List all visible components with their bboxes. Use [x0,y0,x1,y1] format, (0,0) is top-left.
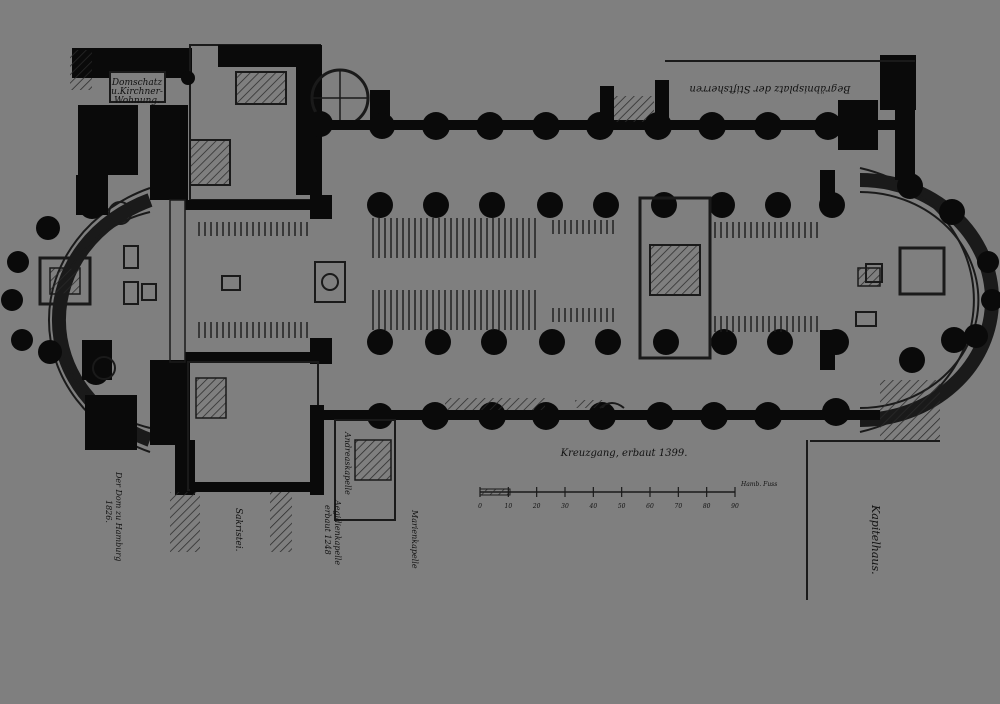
domschatz-label-line3: Wohnung. [114,96,160,106]
scale-tick-label: 50 [618,503,626,510]
choir-screen [314,196,712,360]
nave-pews [195,218,820,338]
scale-tick-label: 90 [731,503,739,510]
scale-tick-label: 0 [478,503,482,510]
altars [123,245,883,327]
domschatz-label-line2: u.Kirchner- [111,87,163,97]
scale-tick-label: 20 [532,503,541,510]
begraebnis-label: Begräbnisplatz der Stiftsherren [689,83,851,94]
south-chapels [170,361,940,600]
dom-year-label: 1826. [104,500,113,523]
aegidienkapelle-label: Aegidienkapelle [333,499,342,565]
scale-tick-label: 70 [675,503,683,510]
scale-bar-subdivision [479,488,511,496]
sakristei-label: Sakristei. [233,508,243,552]
pier-row-north [367,192,845,218]
scale-tick-label: 40 [589,503,598,510]
andreaskapelle-label: Andreaskapelle [343,431,352,495]
marienkapelle-label: Marienkapelle [410,509,419,569]
kreuzgang-label: Kreuzgang, erbaut 1399. [560,448,688,459]
scale-bar: Hamb. Fuss 0 10 20 30 40 50 60 70 80 90 [478,481,777,510]
aegidienkapelle-date: erbaut 1248 [323,505,332,555]
scale-tick-label: 10 [505,503,513,510]
north-aisle-wall [305,55,916,180]
dom-title-label: Der Dom zu Hamburg [114,471,123,561]
domschatz-label: Domschatz u.Kirchner- Wohnung. [111,78,163,106]
scale-tick-label: 30 [561,503,569,510]
domschatz-label-line1: Domschatz [111,78,163,88]
pier-row-south [367,329,849,355]
kapitelhaus-label: Kapitelhaus. [869,504,882,575]
south-aisle-wall [320,398,880,430]
scale-unit-label: Hamb. Fuss [740,481,777,488]
scale-tick-label: 60 [646,503,654,510]
west-towers [70,48,195,495]
scale-tick-label: 80 [703,503,711,510]
